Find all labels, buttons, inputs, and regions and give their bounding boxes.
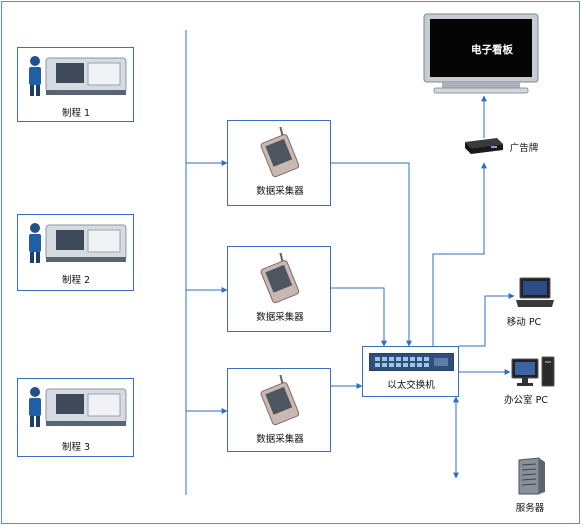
collector-box-3: 数据采集器: [227, 368, 331, 452]
data-collector-device-icon: [260, 253, 300, 304]
switch-to-ad-player: [432, 162, 487, 346]
switch-box: 以太交换机: [362, 346, 459, 397]
collector-label: 数据采集器: [256, 434, 304, 445]
display-board-screen-text: 电子看板: [471, 44, 513, 56]
mobile-pc-label: 移动 PC: [506, 317, 542, 328]
collector-1-to-switch: [331, 162, 412, 347]
collector-2-to-switch: [331, 287, 387, 347]
office-pc-label: 办公室 PC: [504, 395, 548, 406]
machine-label: 制程 1: [61, 108, 91, 119]
switch-to-mobile-pc: [459, 293, 515, 347]
cnc-machine-icon: [29, 387, 127, 427]
machine-label: 制程 2: [61, 275, 91, 286]
machine-box-3: 制程 3: [17, 378, 134, 457]
collector-box-1: 数据采集器: [227, 120, 331, 206]
laptop-icon: [516, 277, 554, 307]
machine-box-1: 制程 1: [17, 47, 134, 122]
collector-label: 数据采集器: [256, 312, 304, 323]
switch-label: 以太交换机: [387, 380, 435, 391]
cnc-machine-icon: [29, 56, 127, 96]
desktop-pc-icon: [511, 356, 555, 387]
ad-player-box-icon: [465, 138, 503, 154]
cnc-machine-icon: [29, 223, 127, 263]
ethernet-switch-icon: [369, 353, 454, 371]
ad-player-label: 广告牌: [509, 143, 539, 154]
machine-label: 制程 3: [61, 442, 91, 453]
display-board-icon: [423, 13, 539, 94]
collector-box-2: 数据采集器: [227, 246, 331, 332]
server-label: 服务器: [515, 503, 545, 514]
data-collector-device-icon: [260, 127, 300, 178]
collector-label: 数据采集器: [256, 186, 304, 197]
data-collector-device-icon: [260, 375, 300, 426]
server-tower-icon: [518, 457, 545, 495]
machine-box-2: 制程 2: [17, 214, 134, 291]
